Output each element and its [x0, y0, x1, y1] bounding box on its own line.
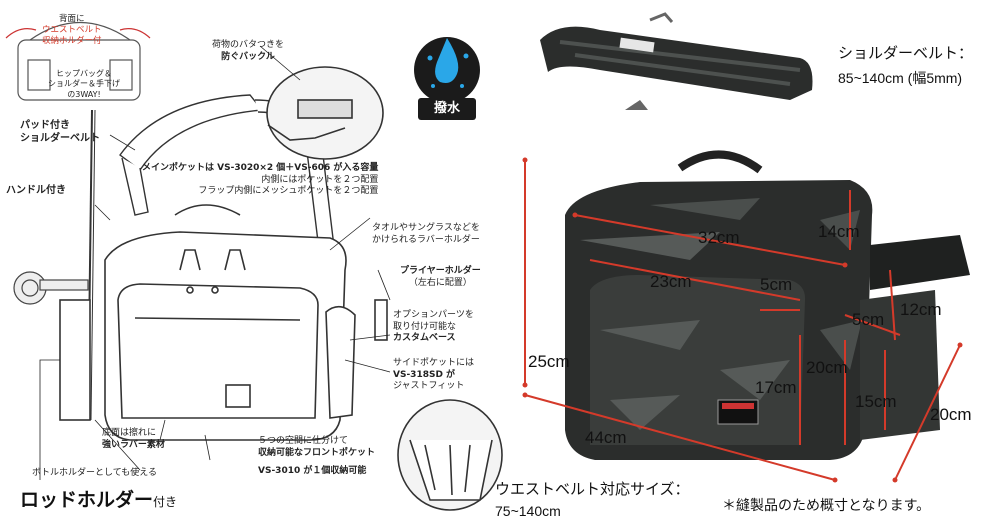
buckle-zoom	[266, 66, 384, 160]
custom-base-line-2: 取り付け可能な	[393, 321, 457, 332]
dim-17cm: 17cm	[755, 378, 797, 397]
three-way-line-2: ウエストベルト	[42, 25, 102, 36]
front-pocket-line-2: 収納可能なフロントポケット	[258, 447, 376, 458]
custom-base-line-1: オプションパーツを	[393, 310, 474, 320]
rubber-holder-line-2: かけられるラバーホルダー	[372, 234, 480, 245]
three-way-line-1: 背面に	[59, 14, 85, 24]
bottom-material-label: 底面は擦れに 強いラバー素材	[102, 428, 165, 451]
padded-belt-label: パッド付き ショルダーベルト	[20, 120, 100, 145]
three-way-line-4: ヒップバッグ＆	[56, 69, 112, 78]
vs3010-label: VS-3010 が１個収納可能	[258, 466, 367, 476]
handle-label: ハンドル付き	[6, 185, 66, 196]
dim-25cm: 25cm	[528, 352, 570, 371]
dim-15cm: 15cm	[855, 392, 897, 411]
custom-base-line-3: カスタムベース	[393, 333, 456, 344]
dim-20cm-b: 20cm	[930, 405, 972, 424]
dimension-arrowheads	[522, 157, 963, 483]
front-pocket-line-1: ５つの空間に仕分けて	[258, 436, 349, 446]
buckle-label: 荷物のバタつきを 防ぐバックル	[212, 40, 284, 63]
three-way-bag-icon	[5, 22, 151, 101]
buckle-line-1: 荷物のバタつきを	[212, 40, 285, 50]
dim-5cm-b: 5cm	[852, 310, 885, 329]
main-pocket-line-1: メインポケットは VS-3020×2 個＋VS-606 が入る容量	[142, 163, 379, 173]
shoulder-belt-size: 85~140cm (幅5mm)	[838, 70, 963, 86]
rod-holder-text: ロッドホルダー	[20, 489, 154, 511]
bottom-line-2: 強いラバー素材	[102, 439, 165, 450]
dim-44cm: 44cm	[585, 428, 627, 447]
three-way-callout: 背面に ウエストベルト 収納ホルダー付	[42, 14, 102, 47]
main-pocket-label: メインポケットは VS-3020×2 個＋VS-606 が入る容量 内側にはポケ…	[142, 163, 378, 198]
dim-12cm: 12cm	[900, 300, 942, 319]
rubber-holder-line-1: タオルやサングラスなどを	[372, 223, 480, 233]
custom-base-label: オプションパーツを 取り付け可能な カスタムベース	[393, 310, 474, 345]
bag-body-drawing	[59, 204, 388, 441]
dim-32cm: 32cm	[698, 228, 740, 247]
main-pocket-line-3: フラップ内側にメッシュポケットを２つ配置	[198, 186, 379, 197]
dim-5cm-a: 5cm	[760, 275, 793, 294]
pocket-zoom	[397, 399, 503, 511]
padded-belt-line-1: パッド付き	[20, 120, 70, 131]
three-way-line-5: ショルダー＆手下げ	[48, 79, 120, 89]
side-pocket-line-1: サイドポケットには	[393, 358, 475, 368]
side-pocket-label: サイドポケットには VS-318SD が ジャストフィット	[393, 358, 474, 393]
waterproof-badge: 撥水	[418, 98, 476, 120]
water-drop-icon	[414, 37, 480, 103]
main-pocket-line-2: 内側にはポケットを２つ配置	[261, 174, 379, 185]
bottle-holder-label: ボトルホルダーとしても使える	[32, 468, 158, 478]
rod-holder-title: ロッドホルダー付き	[20, 485, 177, 512]
waist-belt-size: 75~140cm	[495, 503, 561, 519]
dim-14cm: 14cm	[818, 222, 860, 241]
plier-holder-label: プライヤーホルダー （左右に配置）	[400, 266, 481, 289]
bottom-line-1: 底面は擦れに	[102, 428, 157, 438]
rubber-holder-label: タオルやサングラスなどを かけられるラバーホルダー	[372, 223, 480, 246]
side-pocket-line-2: VS-318SD が	[393, 369, 456, 380]
plier-holder-line-1: プライヤーホルダー	[400, 266, 481, 276]
waist-belt-title: ウエストベルト対応サイズ：	[495, 480, 690, 498]
rod-holder-suffix: 付き	[153, 495, 178, 509]
three-way-line-3: 収納ホルダー付	[42, 36, 102, 47]
three-way-line-6: の3WAY!	[67, 89, 101, 99]
side-pocket-line-3: ジャストフィット	[393, 381, 465, 392]
dim-23cm: 23cm	[650, 272, 692, 291]
padded-belt-line-2: ショルダーベルト	[20, 132, 100, 144]
dim-20cm-a: 20cm	[806, 358, 848, 377]
front-pocket-label: ５つの空間に仕分けて 収納可能なフロントポケット	[258, 436, 375, 459]
reel-drawing	[13, 271, 89, 305]
approx-size-note: ＊縫製品のため概寸となります。	[722, 498, 931, 514]
callout-lines	[39, 45, 391, 480]
plier-holder-line-2: （左右に配置）	[408, 277, 472, 288]
dimension-lines	[524, 160, 961, 481]
buckle-line-2: 防ぐバックル	[221, 51, 275, 62]
shoulder-belt-title: ショルダーベルト：	[838, 44, 974, 62]
shoulder-belt-photo	[540, 12, 813, 110]
camo-bag-photo	[565, 150, 970, 460]
three-way-callout-lower: ヒップバッグ＆ ショルダー＆手下げ の3WAY!	[48, 69, 120, 100]
